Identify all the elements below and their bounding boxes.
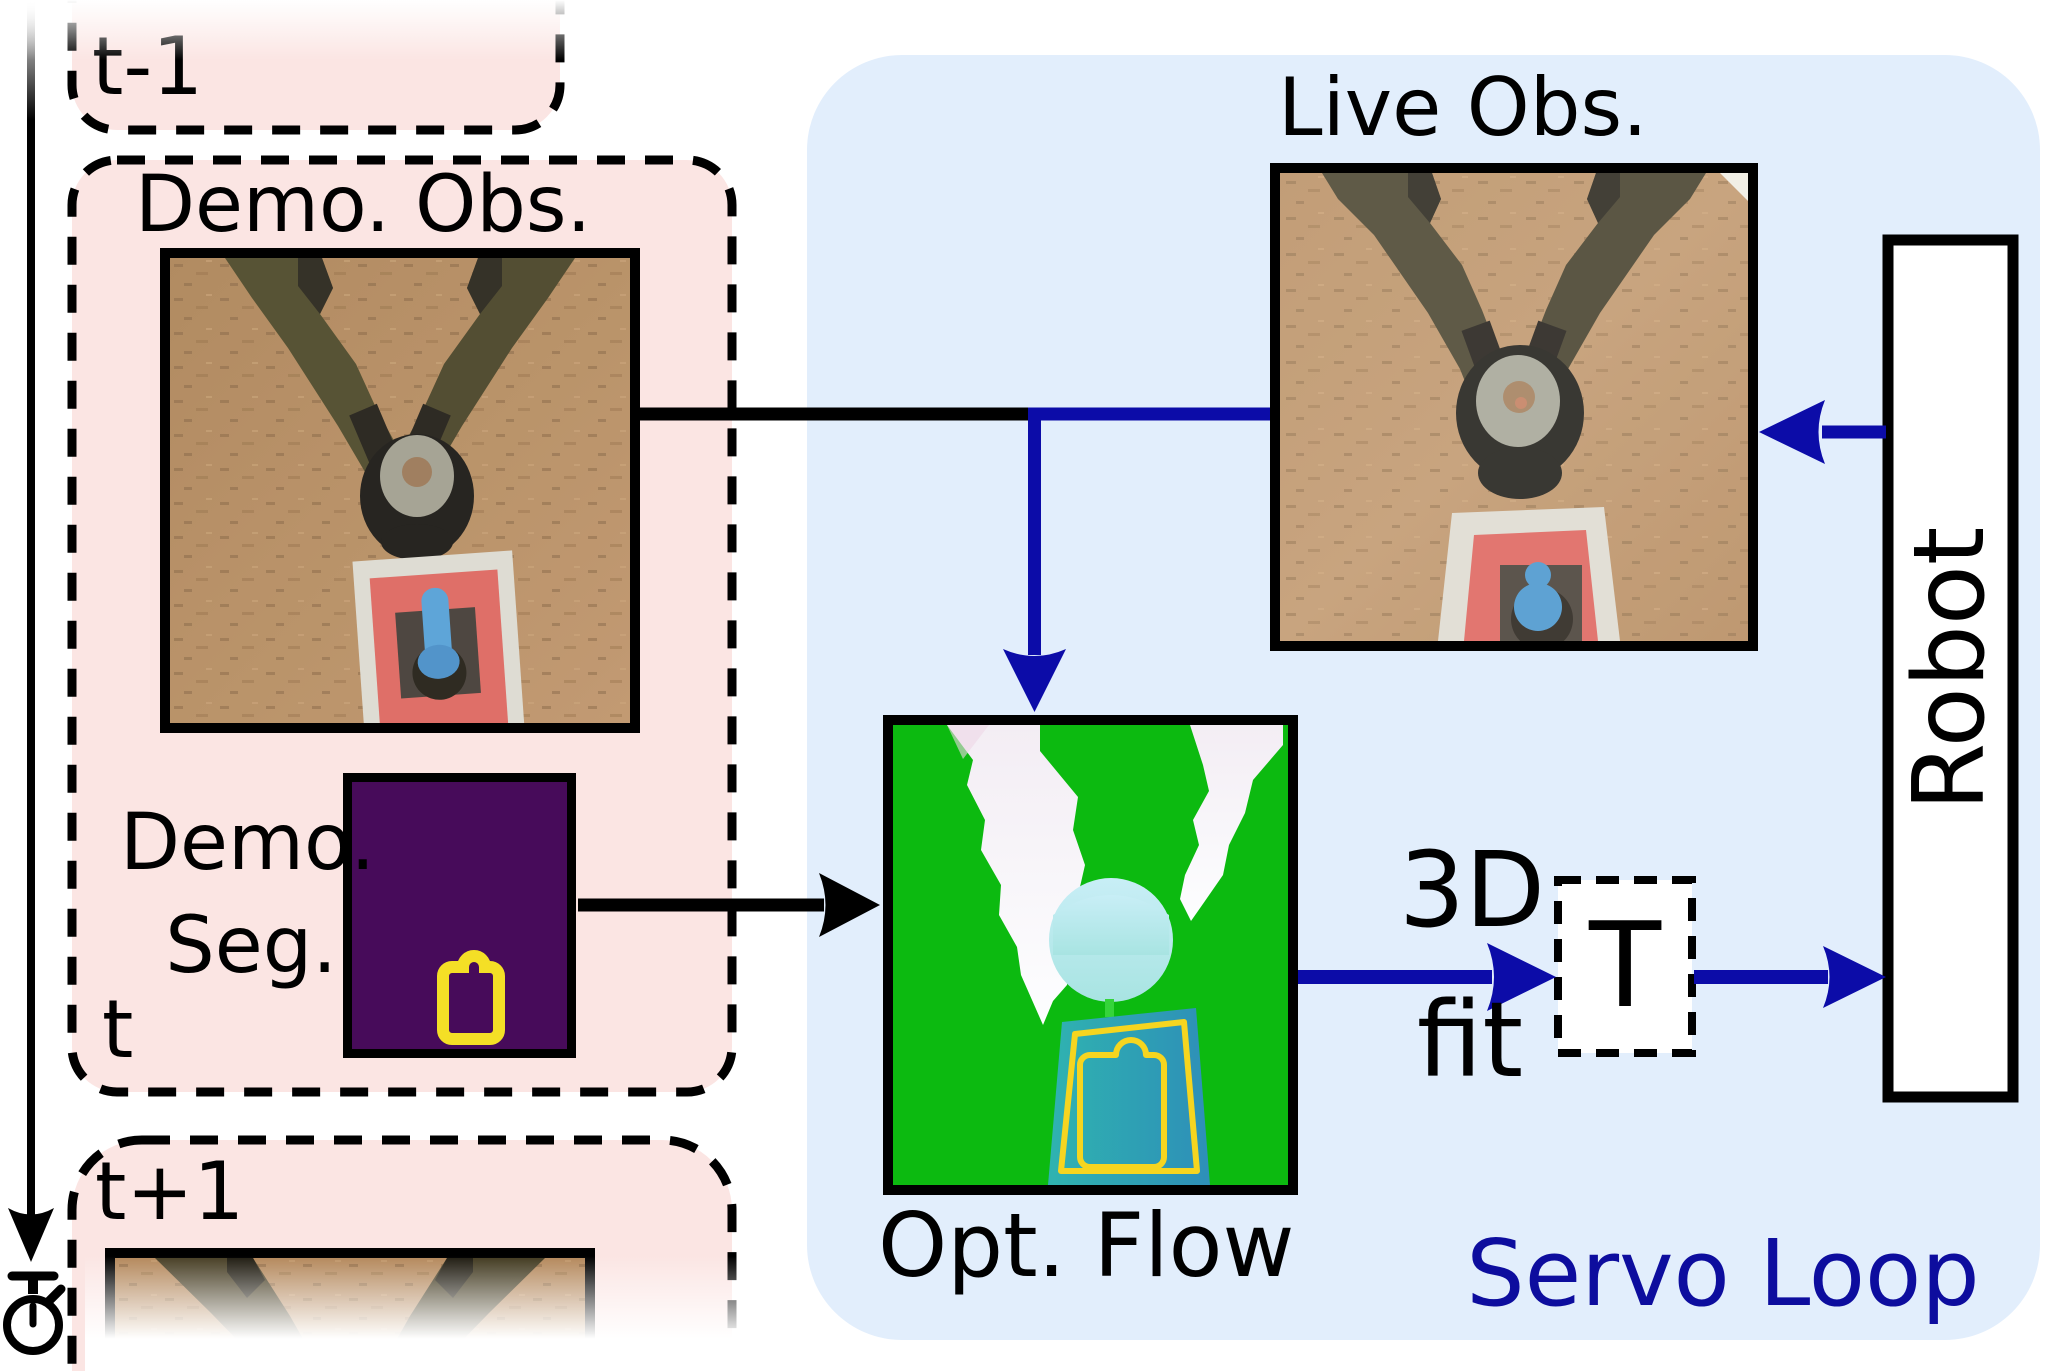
demo-segmentation-mask [352,782,567,1049]
transform-box [1554,876,1696,1057]
optical-flow-image [883,715,1298,1195]
flow-to-transform-arrow [1298,943,1556,1011]
live-observation-scene [1280,173,1748,641]
time-axis-arrow [8,0,54,1262]
demo-observation-scene [170,258,630,723]
robot-to-live-obs-arrow [1759,400,1886,464]
optical-flow-scene [893,725,1288,1185]
opt-flow-label: Opt. Flow [878,1194,1295,1297]
transform-label: T [1588,896,1662,1034]
time-box-next-label: t+1 [95,1145,245,1238]
fit-label-line2: fit [1416,979,1524,1101]
live-obs-label: Live Obs. [1278,61,1648,154]
robot-box [1882,234,2019,1103]
demo-seg-label: Demo. Seg. [120,792,376,998]
fit-label-line1: 3D [1398,829,1546,951]
robot-label: Robot [1893,526,2007,811]
demo-obs-label: Demo. Obs. [135,160,592,250]
stopwatch-icon [3,1271,66,1355]
live-observation-image [1270,163,1758,651]
demo-seg-label-line2: Seg. [165,900,337,991]
next-observation-image [105,1248,595,1371]
transform-to-robot-arrow [1694,946,1886,1008]
obs-to-flow-arrow [1003,407,1066,712]
servo-loop-label: Servo Loop [1466,1220,1980,1327]
seg-to-flow-arrow [578,873,880,937]
demo-seg-label-line1: Demo. [120,798,376,888]
time-box-prev-label: t-1 [92,20,204,113]
demo-segmentation-image [343,773,576,1058]
demo-observation-image [160,248,640,733]
time-box-current-label: t [102,983,134,1076]
next-observation-scene [115,1258,585,1371]
